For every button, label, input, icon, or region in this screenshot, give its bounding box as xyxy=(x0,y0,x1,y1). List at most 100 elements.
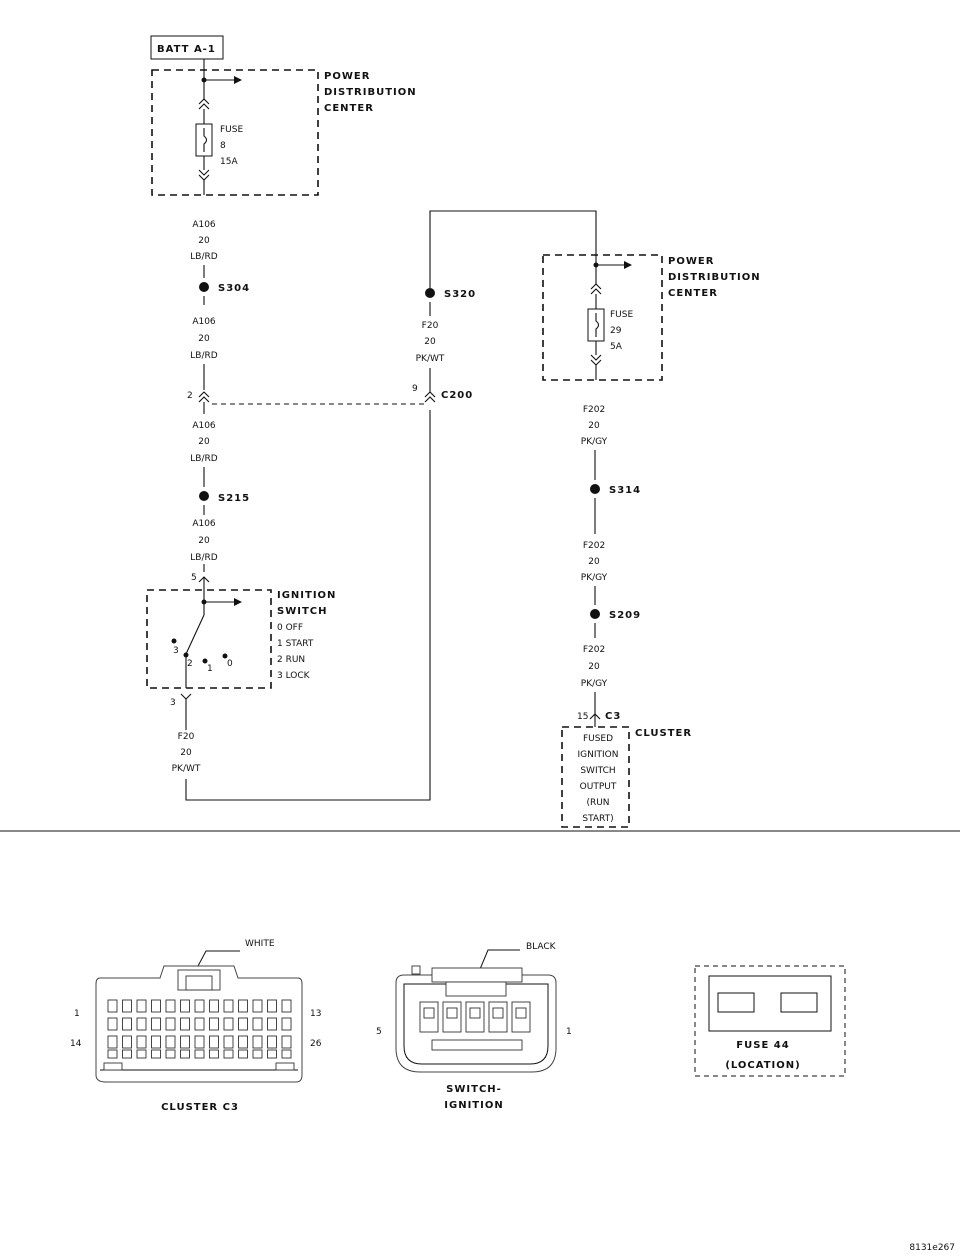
ignition-switch-box xyxy=(146,589,272,689)
cluster-c3-cavity xyxy=(180,1017,190,1031)
ignition-title-1: IGNITION xyxy=(277,590,336,601)
fuse-8-number: 8 xyxy=(220,141,226,151)
batt-box xyxy=(150,35,224,60)
cluster-c3-cavity xyxy=(151,1035,161,1049)
cluster-c3-pin-26: 26 xyxy=(310,1039,322,1049)
cluster-c3-cavity xyxy=(238,999,248,1013)
cluster-c3-cavity xyxy=(122,1017,132,1031)
cluster-c3-cavity xyxy=(223,1035,234,1049)
ignition-contact-3: 3 xyxy=(173,646,179,656)
switch-caption-1: SWITCH- xyxy=(446,1084,502,1095)
wire-f20-gauge-1: 20 xyxy=(180,748,192,758)
cluster-c3-cavity xyxy=(165,999,176,1013)
cluster-c3-cavity xyxy=(281,1017,292,1031)
splice-s215-dot xyxy=(199,491,209,501)
switch-ignition-connector-view: BLACK 5 1 SWITCH- IGNITION xyxy=(376,942,572,1111)
cluster-c3-cavity xyxy=(194,1035,205,1049)
splice-s304-dot xyxy=(199,282,209,292)
ignition-pos-3: 3 LOCK xyxy=(277,671,311,681)
ignition-pos-2: 2 RUN xyxy=(277,655,305,665)
ignition-contact-2: 2 xyxy=(187,659,193,669)
cluster-c3-cavity xyxy=(238,1035,248,1049)
wire-a106-circuit-1: A106 xyxy=(192,220,216,230)
pdc-right-title-2: DISTRIBUTION xyxy=(668,272,761,283)
wire-a106-color-2: LB/RD xyxy=(190,351,217,361)
wire-a106-color-1: LB/RD xyxy=(190,252,217,262)
pdc-right-title-1: POWER xyxy=(668,256,714,267)
wire-f202-color-1: PK/GY xyxy=(581,437,608,447)
ignition-contact-0: 0 xyxy=(227,659,233,669)
pdc-left-connector-top xyxy=(198,98,210,110)
wire-a106-color-3: LB/RD xyxy=(190,454,217,464)
fuse-29-rating: 5A xyxy=(610,342,623,352)
wire-f202-circuit-3: F202 xyxy=(583,645,605,655)
cluster-c3-color: WHITE xyxy=(245,939,275,949)
cluster-c3-cavity xyxy=(209,1049,219,1059)
cluster-c3-cavity xyxy=(107,1035,118,1049)
cluster-title: CLUSTER xyxy=(635,728,692,739)
c200-pin-9: 9 xyxy=(412,384,418,394)
splice-s209-label: S209 xyxy=(609,610,641,621)
splice-s320-label: S320 xyxy=(444,289,476,300)
cluster-c3-cavity xyxy=(151,1017,161,1031)
cluster-c3-cavity xyxy=(209,1035,219,1049)
wire-a106-circuit-4: A106 xyxy=(192,519,216,529)
cluster-c3-cavity xyxy=(136,1035,147,1049)
wire-f20-circuit-2: F20 xyxy=(422,321,439,331)
cluster-c3-caption: CLUSTER C3 xyxy=(161,1102,239,1113)
cluster-desc-4: OUTPUT xyxy=(580,782,617,792)
cluster-c3-cavity xyxy=(136,1049,147,1059)
fuse-44-location-view: FUSE 44 (LOCATION) xyxy=(694,965,846,1077)
wire-a106-gauge-2: 20 xyxy=(198,334,210,344)
ignition-switch-arm xyxy=(171,590,242,688)
cluster-c3-cavity xyxy=(122,1049,132,1059)
cluster-desc-3: SWITCH xyxy=(580,766,615,776)
cluster-c3-cavity xyxy=(267,1049,277,1059)
cluster-c3-cavity xyxy=(136,999,147,1013)
cluster-c3-cavity xyxy=(194,999,205,1013)
cluster-c3-cavity xyxy=(122,999,132,1013)
c200-pin-2: 2 xyxy=(187,391,193,401)
pdc-left-box xyxy=(151,69,319,196)
pdc-right-connector-top xyxy=(590,283,602,295)
fuse-44-caption: FUSE 44 xyxy=(736,1040,789,1051)
wire-f202-gauge-1: 20 xyxy=(588,421,600,431)
wire-f202-gauge-2: 20 xyxy=(588,557,600,567)
cluster-c3-cavity xyxy=(122,1035,132,1049)
switch-terminal xyxy=(469,1007,481,1019)
pdc-right-connector-bottom xyxy=(590,354,602,366)
ignition-pin-3-symbol xyxy=(180,693,192,700)
cluster-c3-cavity xyxy=(180,1049,190,1059)
cluster-c3-cavity xyxy=(180,1035,190,1049)
cluster-c3-cavity xyxy=(107,999,118,1013)
cluster-c3-cavity xyxy=(165,1035,176,1049)
cluster-c3-cavity xyxy=(194,1049,205,1059)
fuse-8-rating: 15A xyxy=(220,157,238,167)
pdc-right-box xyxy=(542,254,663,381)
cluster-c3-pin-14: 14 xyxy=(70,1039,82,1049)
wire-a106-circuit-3: A106 xyxy=(192,421,216,431)
splice-s209-dot xyxy=(590,609,600,619)
wire-f202-color-2: PK/GY xyxy=(581,573,608,583)
cluster-desc-1: FUSED xyxy=(583,734,613,744)
wire-a106-gauge-1: 20 xyxy=(198,236,210,246)
cluster-desc-5: (RUN xyxy=(586,798,609,808)
c200-pin-2-symbol xyxy=(198,391,210,403)
splice-s314-dot xyxy=(590,484,600,494)
switch-terminal xyxy=(515,1007,527,1019)
pdc-right-title-3: CENTER xyxy=(668,288,718,299)
pdc-left-title-2: DISTRIBUTION xyxy=(324,87,417,98)
cluster-c3-cavity xyxy=(238,1049,248,1059)
cluster-c3-cavity xyxy=(281,999,292,1013)
ignition-contact-1: 1 xyxy=(207,664,213,674)
cluster-c3-cavity xyxy=(267,1035,277,1049)
cluster-c3-pin-1: 1 xyxy=(74,1009,80,1019)
cluster-c3-cavity xyxy=(107,1049,118,1059)
cluster-c3-connector-view: WHITE 1 13 14 26 CLUSTER C3 xyxy=(70,939,322,1113)
cluster-c3-cavity xyxy=(281,1035,292,1049)
cluster-desc-6: START) xyxy=(582,814,613,824)
cluster-c3-cavity xyxy=(223,1017,234,1031)
cluster-c3-cavity xyxy=(194,1017,205,1031)
switch-caption-2: IGNITION xyxy=(444,1100,503,1111)
